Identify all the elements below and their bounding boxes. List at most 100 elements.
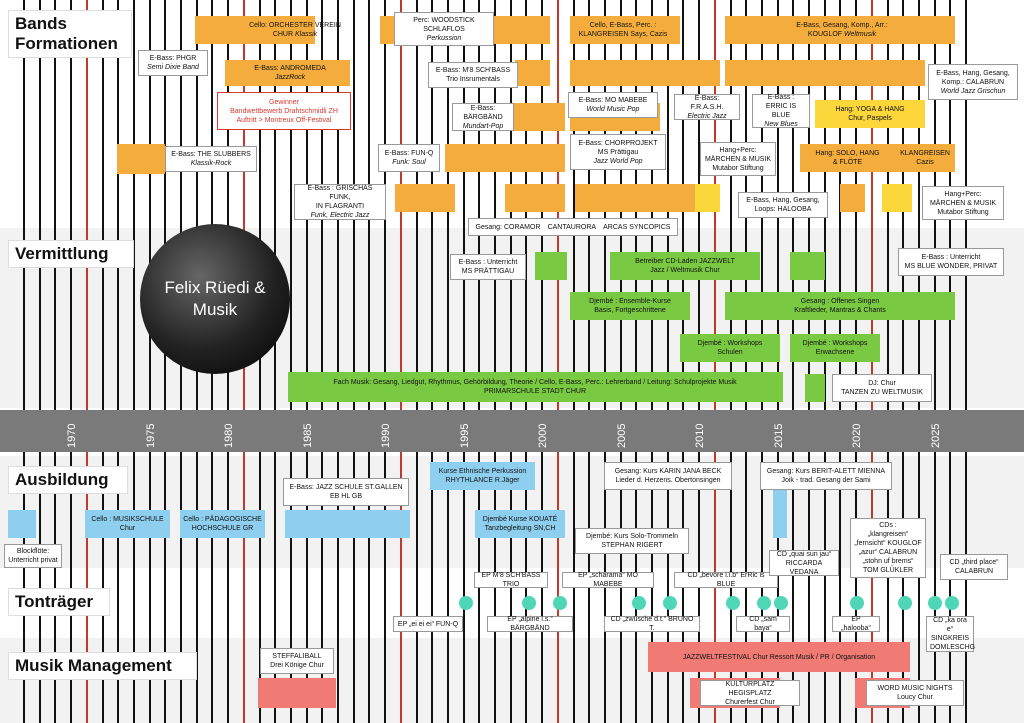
bar-grischas bbox=[395, 184, 455, 212]
label-klangreisen: Cello, E-Bass, Perc. :KLANGREISEN Says, … bbox=[578, 22, 668, 38]
year-label: 2010 bbox=[694, 423, 706, 448]
year-line bbox=[321, 0, 323, 723]
section-title-management: Musik Management bbox=[8, 652, 197, 680]
label-cd1: CD „zwüsche d.t.“ BRUNO T. bbox=[604, 616, 700, 632]
section-title-tontraeger: Tonträger bbox=[8, 588, 110, 616]
year-line bbox=[164, 0, 166, 723]
bar-slubbers bbox=[117, 144, 165, 174]
year-line bbox=[274, 0, 276, 723]
year-line bbox=[117, 0, 119, 723]
label-cd3: CD „sam baya“ bbox=[736, 616, 790, 632]
release-dot bbox=[898, 596, 912, 610]
bar-klangreisen bbox=[570, 16, 680, 44]
label-fach: Fach Musik: Gesang, Liedgut, Rhythmus, G… bbox=[333, 379, 737, 395]
label-ep4: EP „scharama“ MO MABEBE bbox=[562, 572, 654, 588]
year-line bbox=[604, 0, 606, 723]
year-line bbox=[573, 0, 575, 723]
bar-fach bbox=[288, 372, 783, 402]
title-ball: Felix Rüedi & Musik bbox=[140, 224, 290, 374]
bar-maerchen2 bbox=[882, 184, 912, 212]
bar-jazzschule bbox=[285, 510, 410, 538]
label-frash: E-Bass: F.R.A.S.H.Electric Jazz bbox=[674, 94, 740, 120]
bar-grischas2 bbox=[505, 184, 565, 212]
section-title-ausbildung: Ausbildung bbox=[8, 466, 128, 494]
year-line bbox=[949, 0, 951, 723]
bar-kouglof bbox=[725, 16, 955, 44]
bar-mienna bbox=[773, 490, 787, 538]
year-line bbox=[133, 0, 135, 723]
year-line bbox=[384, 0, 386, 723]
bar-baergband bbox=[505, 103, 565, 131]
release-dot bbox=[850, 596, 864, 610]
bar-blockfloete bbox=[8, 510, 36, 538]
bar-halooba bbox=[840, 184, 865, 212]
year-line bbox=[667, 0, 669, 723]
year-label: 2005 bbox=[616, 423, 628, 448]
year-label: 1975 bbox=[145, 423, 157, 448]
year-line bbox=[353, 0, 355, 723]
year-line bbox=[965, 0, 967, 723]
bar-solo bbox=[800, 144, 955, 172]
label-jazzweltfestival: JAZZWELTFESTIVAL Chur Ressort Musik / PR… bbox=[682, 653, 876, 661]
label-ep3: EP „alpine l.s.“ BÄRGBÄND bbox=[487, 616, 573, 632]
label-cd6: CD „third place“CALABRUN bbox=[940, 554, 1008, 580]
bar-unterricht2 bbox=[790, 252, 825, 280]
label-cds: CDs :„klangreisen“„fernsicht“ KOUGLOF„az… bbox=[850, 518, 926, 578]
release-dot bbox=[928, 596, 942, 610]
year-line bbox=[494, 0, 496, 723]
bar-gesang bbox=[575, 184, 670, 212]
year-label: 2000 bbox=[537, 423, 549, 448]
year-line bbox=[557, 0, 559, 723]
bar-funq2 bbox=[445, 144, 565, 172]
bar-unterricht1 bbox=[535, 252, 567, 280]
year-line bbox=[54, 0, 56, 723]
year-line bbox=[70, 0, 72, 723]
bar-cello2 bbox=[180, 510, 265, 538]
year-line bbox=[368, 0, 370, 723]
bar-djembe2 bbox=[680, 334, 780, 362]
label-blockfloete: Blockflöte:Unterricht privat bbox=[4, 544, 62, 568]
year-label: 2020 bbox=[851, 423, 863, 448]
year-line bbox=[887, 0, 889, 723]
bar-dj bbox=[805, 374, 825, 402]
title-line1: Felix Rüedi & bbox=[164, 278, 266, 297]
year-line bbox=[306, 0, 308, 723]
label-solo: Hang: SOLO, HANG& FLÖTE bbox=[815, 150, 880, 166]
title-line2: Musik bbox=[192, 300, 238, 319]
year-line bbox=[463, 0, 465, 723]
release-dot bbox=[459, 596, 473, 610]
bar-ethnische bbox=[430, 462, 535, 490]
bar-frash3 bbox=[695, 184, 720, 212]
year-line bbox=[588, 0, 590, 723]
year-label: 1985 bbox=[302, 423, 314, 448]
year-line bbox=[149, 0, 151, 723]
bar-cdladen bbox=[610, 252, 760, 280]
bar-steffaliball bbox=[258, 678, 336, 708]
release-dot bbox=[522, 596, 536, 610]
release-dot bbox=[663, 596, 677, 610]
year-line bbox=[23, 0, 25, 723]
year-line bbox=[620, 0, 622, 723]
year-label: 1990 bbox=[380, 423, 392, 448]
year-line bbox=[651, 0, 653, 723]
bar-frash2 bbox=[665, 184, 695, 212]
